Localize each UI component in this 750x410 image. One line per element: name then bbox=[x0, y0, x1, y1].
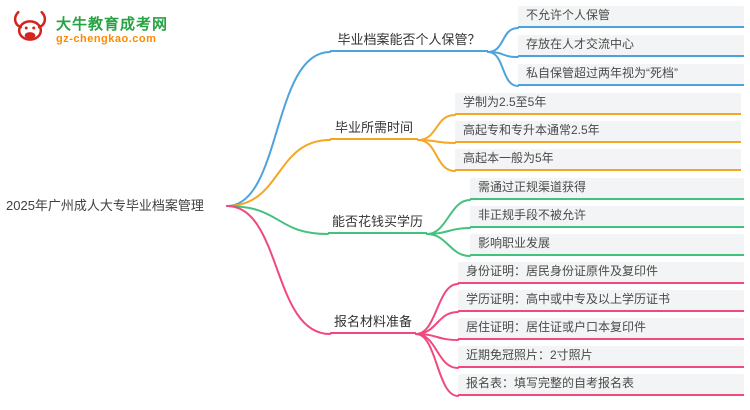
root-topic: 2025年广州成人大专毕业档案管理 bbox=[6, 198, 204, 213]
leaf-node: 非正规手段不被允许 bbox=[470, 206, 744, 228]
leaf-node: 不允许个人保管 bbox=[518, 6, 744, 28]
leaf-node: 身份证明：居民身份证原件及复印件 bbox=[458, 262, 744, 284]
leaf-node: 近期免冠照片：2寸照片 bbox=[458, 346, 744, 368]
leaf-node: 高起专和专升本通常2.5年 bbox=[455, 121, 741, 143]
leaf-node: 居住证明：居住证或户口本复印件 bbox=[458, 318, 744, 340]
branch-topic-graduation-time: 毕业所需时间 bbox=[330, 118, 418, 140]
leaf-node: 高起本一般为5年 bbox=[455, 149, 741, 171]
leaf-node: 学历证明：高中或中专及以上学历证书 bbox=[458, 290, 744, 312]
leaf-node: 报名表：填写完整的自考报名表 bbox=[458, 374, 744, 396]
leaf-node: 学制为2.5至5年 bbox=[455, 93, 741, 115]
bull-logo-icon bbox=[10, 8, 50, 53]
branch-topic-buy-diploma: 能否花钱买学历 bbox=[328, 212, 427, 234]
branch-topic-registration-materials: 报名材料准备 bbox=[330, 312, 416, 334]
brand-name: 大牛教育成考网 bbox=[56, 15, 169, 33]
leaf-node: 需通过正规渠道获得 bbox=[470, 178, 744, 200]
branch-topic-archive-custody: 毕业档案能否个人保管？ bbox=[330, 30, 488, 52]
leaf-node: 存放在人才交流中心 bbox=[518, 35, 744, 57]
brand-domain: gz-chengkao.com bbox=[56, 32, 157, 45]
site-logo: 大牛教育成考网 gz-chengkao.com bbox=[10, 8, 168, 53]
leaf-node: 影响职业发展 bbox=[470, 234, 744, 256]
leaf-node: 私自保管超过两年视为“死档” bbox=[518, 64, 744, 86]
